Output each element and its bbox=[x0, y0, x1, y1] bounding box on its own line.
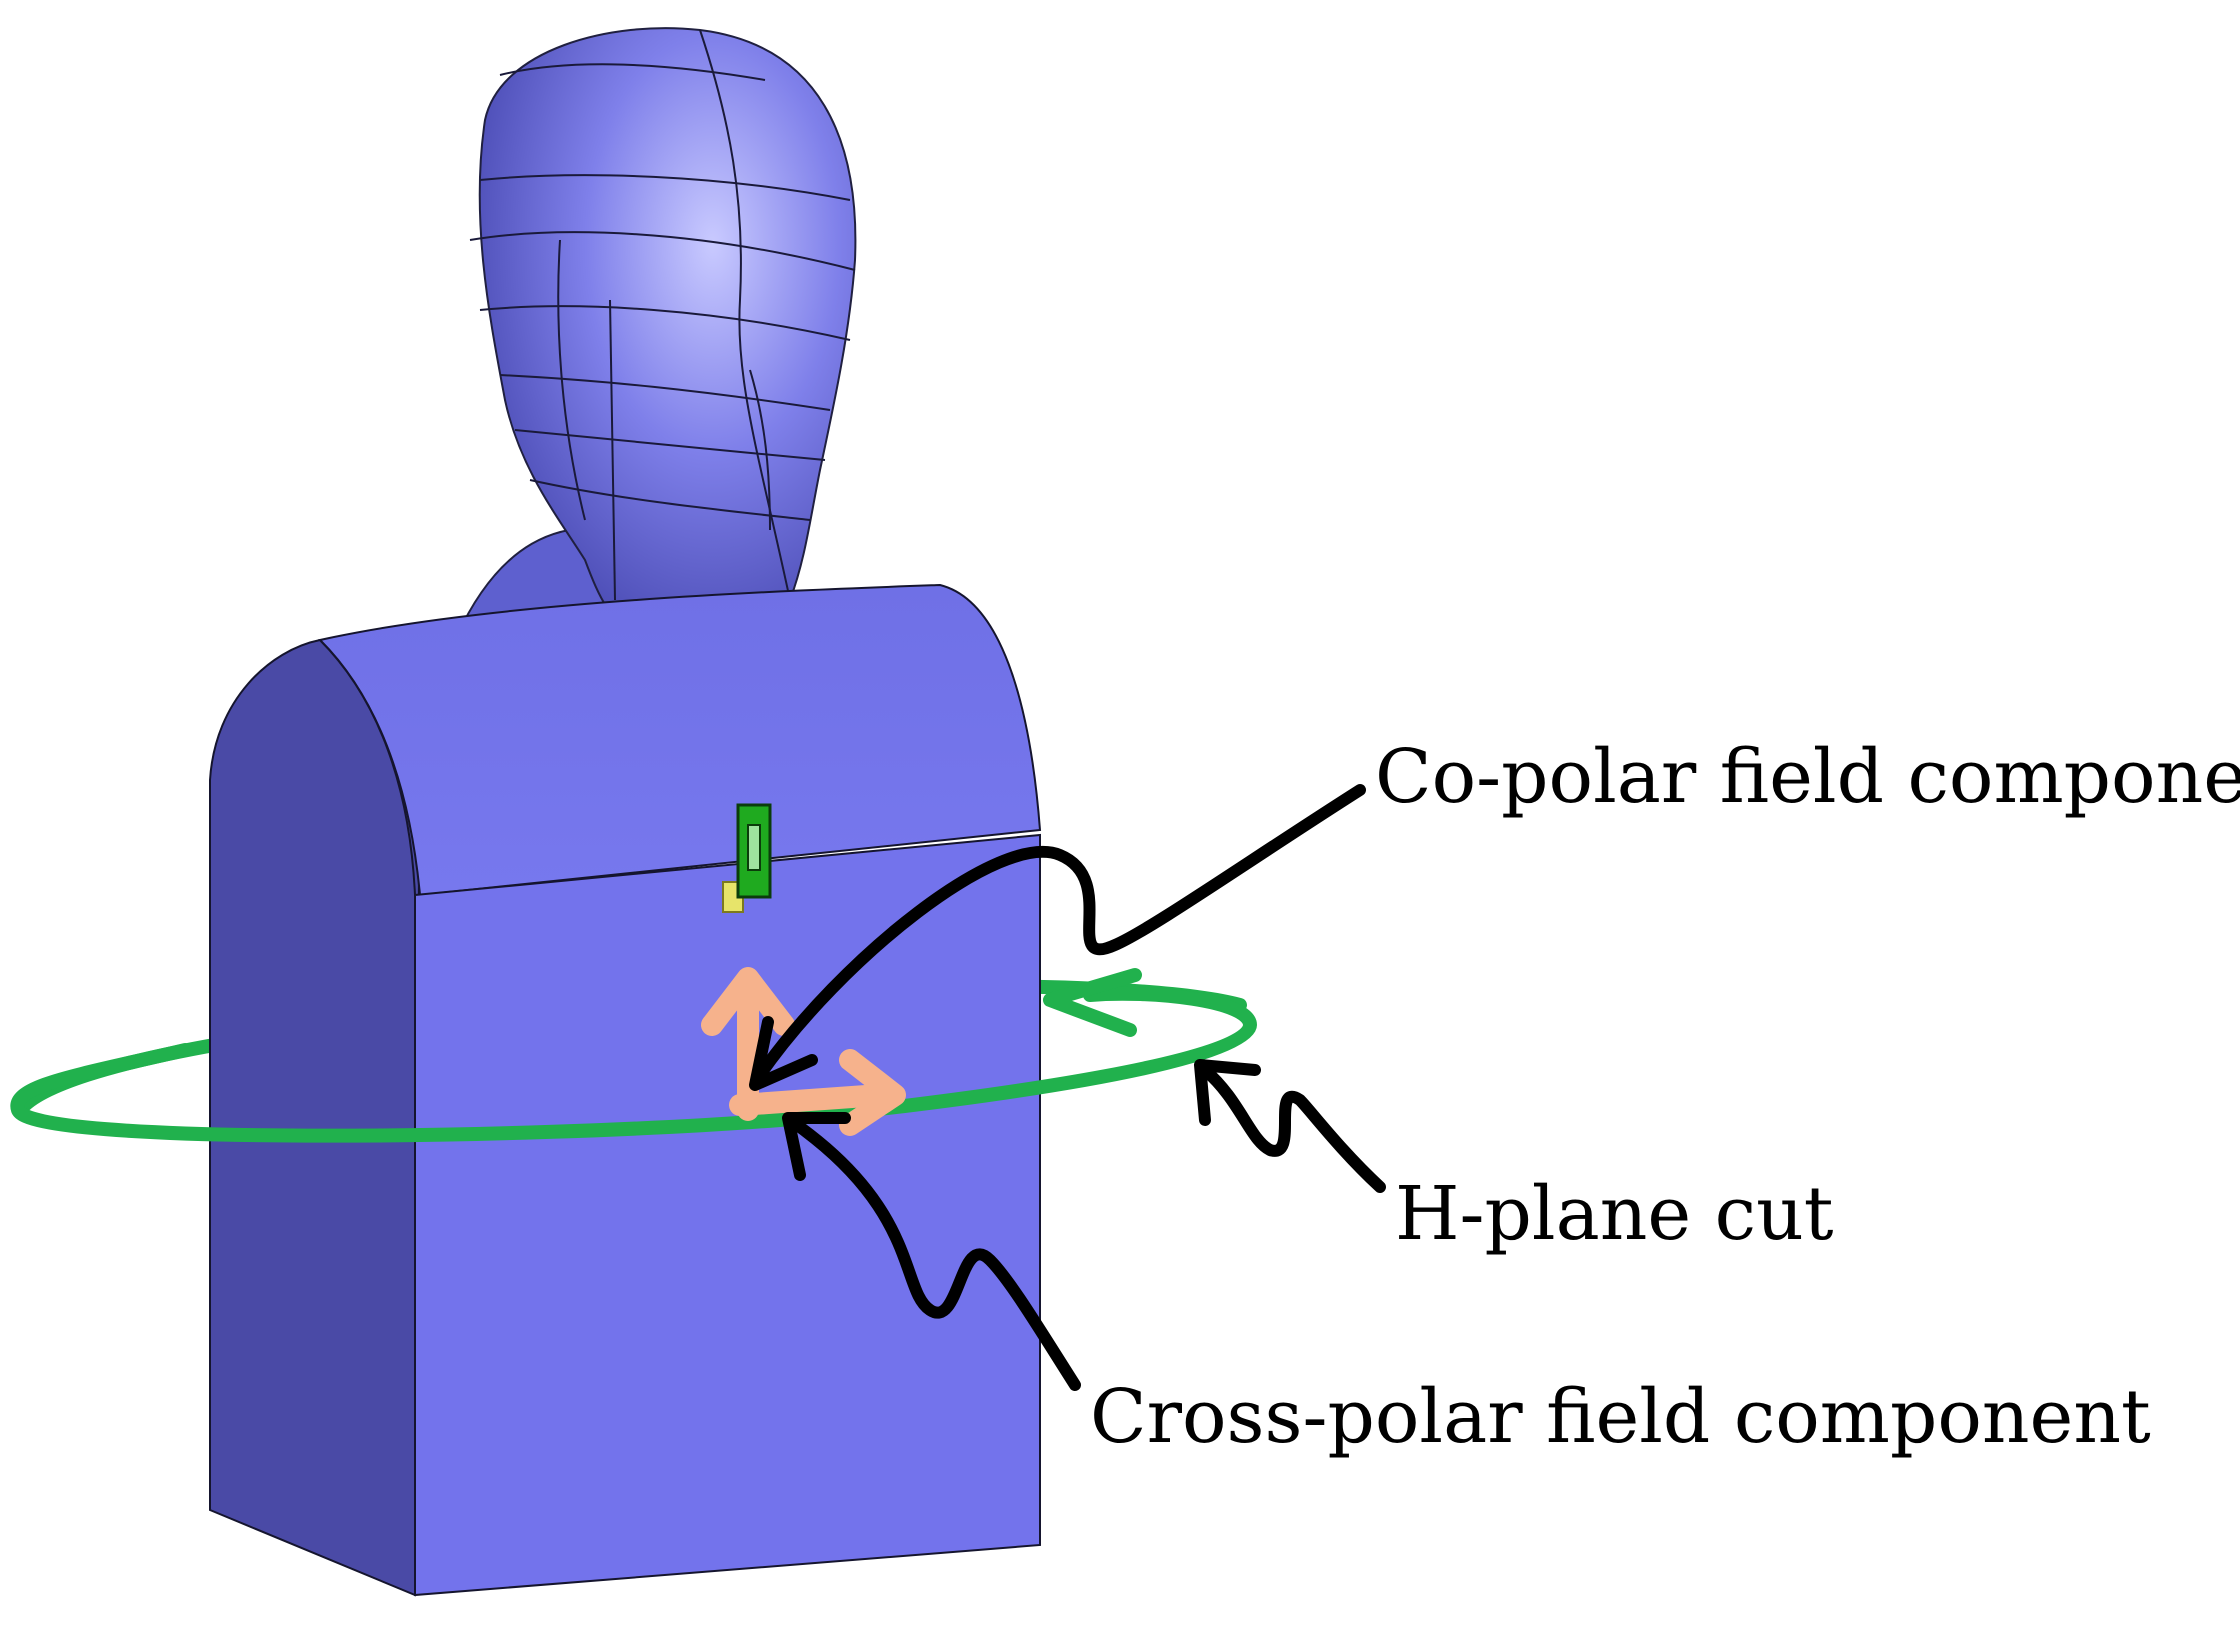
head-mesh-lines bbox=[469, 29, 856, 601]
h-plane-ring-arrowhead bbox=[1043, 968, 1142, 1037]
antenna bbox=[722, 803, 772, 913]
pointer-h-plane bbox=[1194, 1059, 1386, 1193]
label-h-plane-cut: H-plane cut bbox=[1395, 1171, 1834, 1257]
pointer-cross-polar bbox=[782, 1112, 1081, 1391]
field-arrows bbox=[701, 967, 906, 1136]
phantom-torso-side bbox=[209, 638, 422, 1597]
h-plane-ring-front bbox=[10, 986, 1258, 1143]
torso-seam bbox=[319, 639, 416, 896]
phantom-torso-front bbox=[414, 833, 1041, 1597]
label-co-polar-field-component: Co-polar field component bbox=[1375, 734, 2240, 820]
label-cross-polar-field-component: Cross-polar field component bbox=[1090, 1374, 2151, 1460]
pointer-co-polar bbox=[749, 784, 1366, 1091]
